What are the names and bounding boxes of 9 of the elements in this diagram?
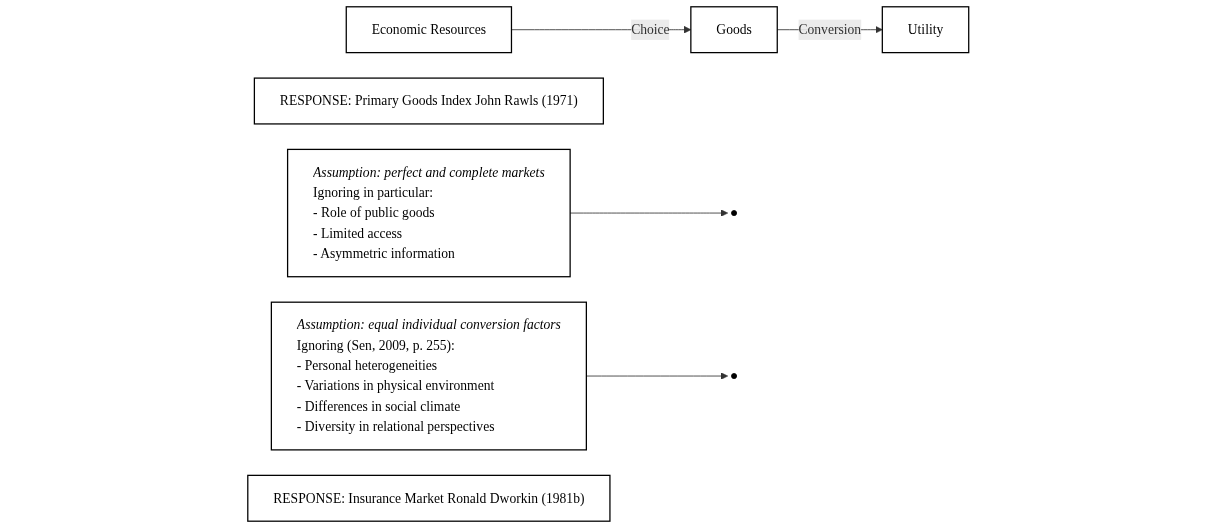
node-box: Goods <box>689 6 778 54</box>
node-box: Assumption: equal individual conversion factors Ignoring (Sen, 2009, p. 255): - Personal heterogeneities - Variations in physical environment - Differences in social climate - Diversity in relational perspectives <box>270 301 587 451</box>
node-box: RESPONSE: Primary Goods Index John Rawls (1971) <box>253 77 604 125</box>
edge-label: Choice <box>630 22 670 37</box>
node-box: RESPONSE: Insurance Market Ronald Dworkin (1981b) <box>246 474 611 522</box>
node-box: Economic Resources <box>345 6 512 54</box>
node-box: Utility <box>881 6 970 54</box>
edge-label: Conversion <box>798 22 861 37</box>
node-box: Assumption: perfect and complete markets Ignoring in particular: - Role of public goods - Limited access - Asymmetric information <box>286 148 571 278</box>
